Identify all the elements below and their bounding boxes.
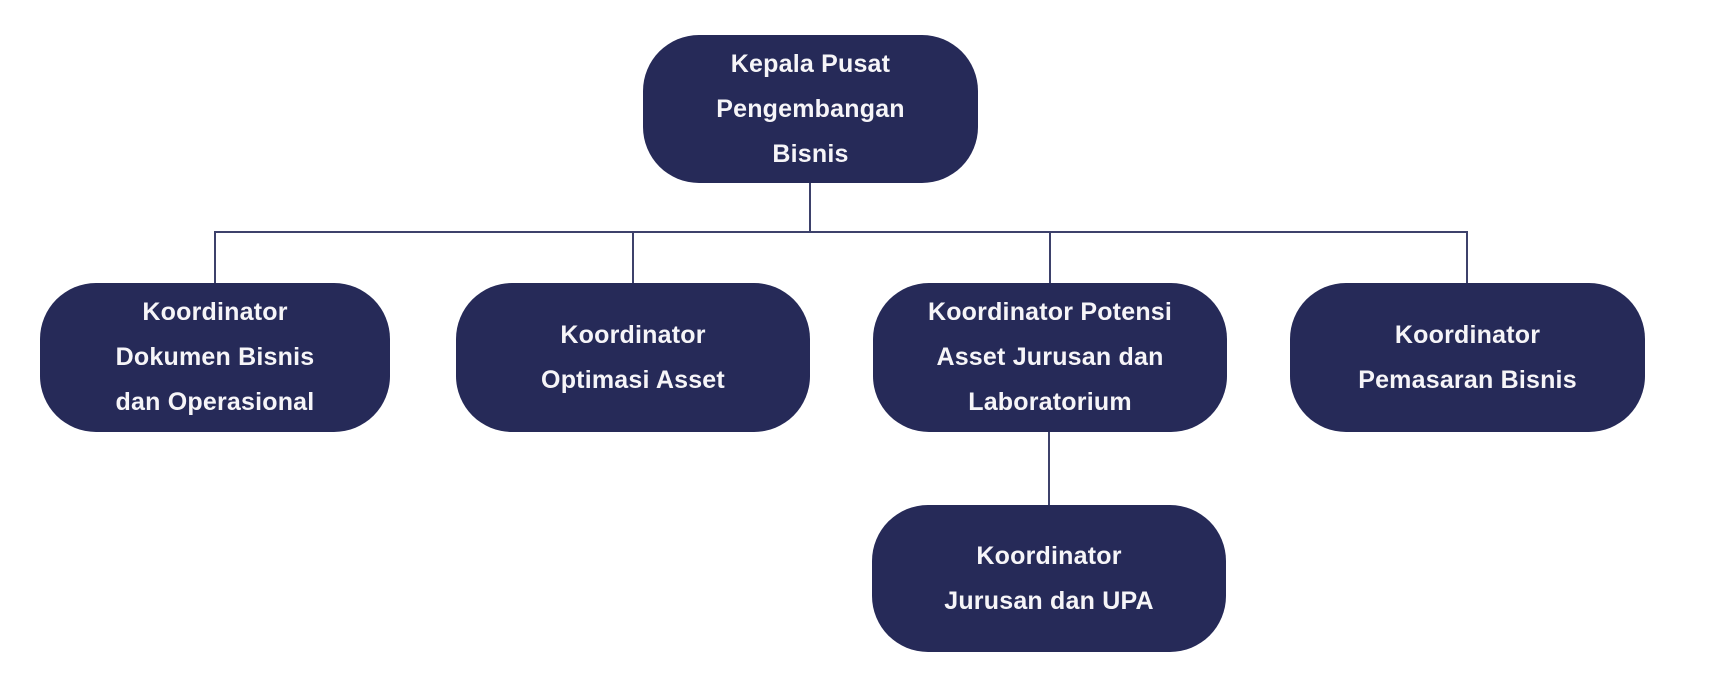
connector-drop-child1 [214,231,216,284]
org-node-koordinator-optimasi-asset: Koordinator Optimasi Asset [456,283,810,432]
node-label-line: Koordinator [142,298,288,326]
node-label-line: Kepala Pusat [730,49,891,78]
org-node-koordinator-pemasaran-bisnis: Koordinator Pemasaran Bisnis [1290,283,1645,432]
node-label-line: Laboratorium [968,388,1132,416]
node-label-line: Jurusan dan UPA [944,586,1154,615]
node-label-line: Bisnis [772,139,849,168]
connector-root-stem [809,182,811,233]
org-node-kepala-pusat-pengembangan-bisnis: Kepala Pusat Pengembangan Bisnis [643,35,978,183]
node-label-line: Optimasi Asset [541,365,725,394]
node-label-line: Dokumen Bisnis [115,343,315,371]
connector-child3-grandchild [1048,431,1050,506]
org-node-koordinator-jurusan-dan-upa: Koordinator Jurusan dan UPA [872,505,1226,652]
node-label-line: Asset Jurusan dan [936,343,1164,371]
org-node-koordinator-dokumen-bisnis-dan-operasional: Koordinator Dokumen Bisnis dan Operasion… [40,283,390,432]
node-label-line: Pemasaran Bisnis [1358,365,1577,394]
connector-drop-child3 [1049,231,1051,284]
node-label-line: Koordinator [560,320,706,349]
connector-drop-child2 [632,231,634,284]
node-label-line: dan Operasional [115,388,315,416]
node-label-line: Koordinator [976,541,1122,570]
node-label-line: Koordinator Potensi [927,298,1173,326]
node-label-line: Pengembangan [716,94,905,123]
connector-drop-child4 [1466,231,1468,284]
node-label-line: Koordinator [1394,320,1541,349]
connector-horizontal-bar [214,231,1468,233]
org-node-koordinator-potensi-asset-jurusan-dan-laboratorium: Koordinator Potensi Asset Jurusan dan La… [873,283,1227,432]
